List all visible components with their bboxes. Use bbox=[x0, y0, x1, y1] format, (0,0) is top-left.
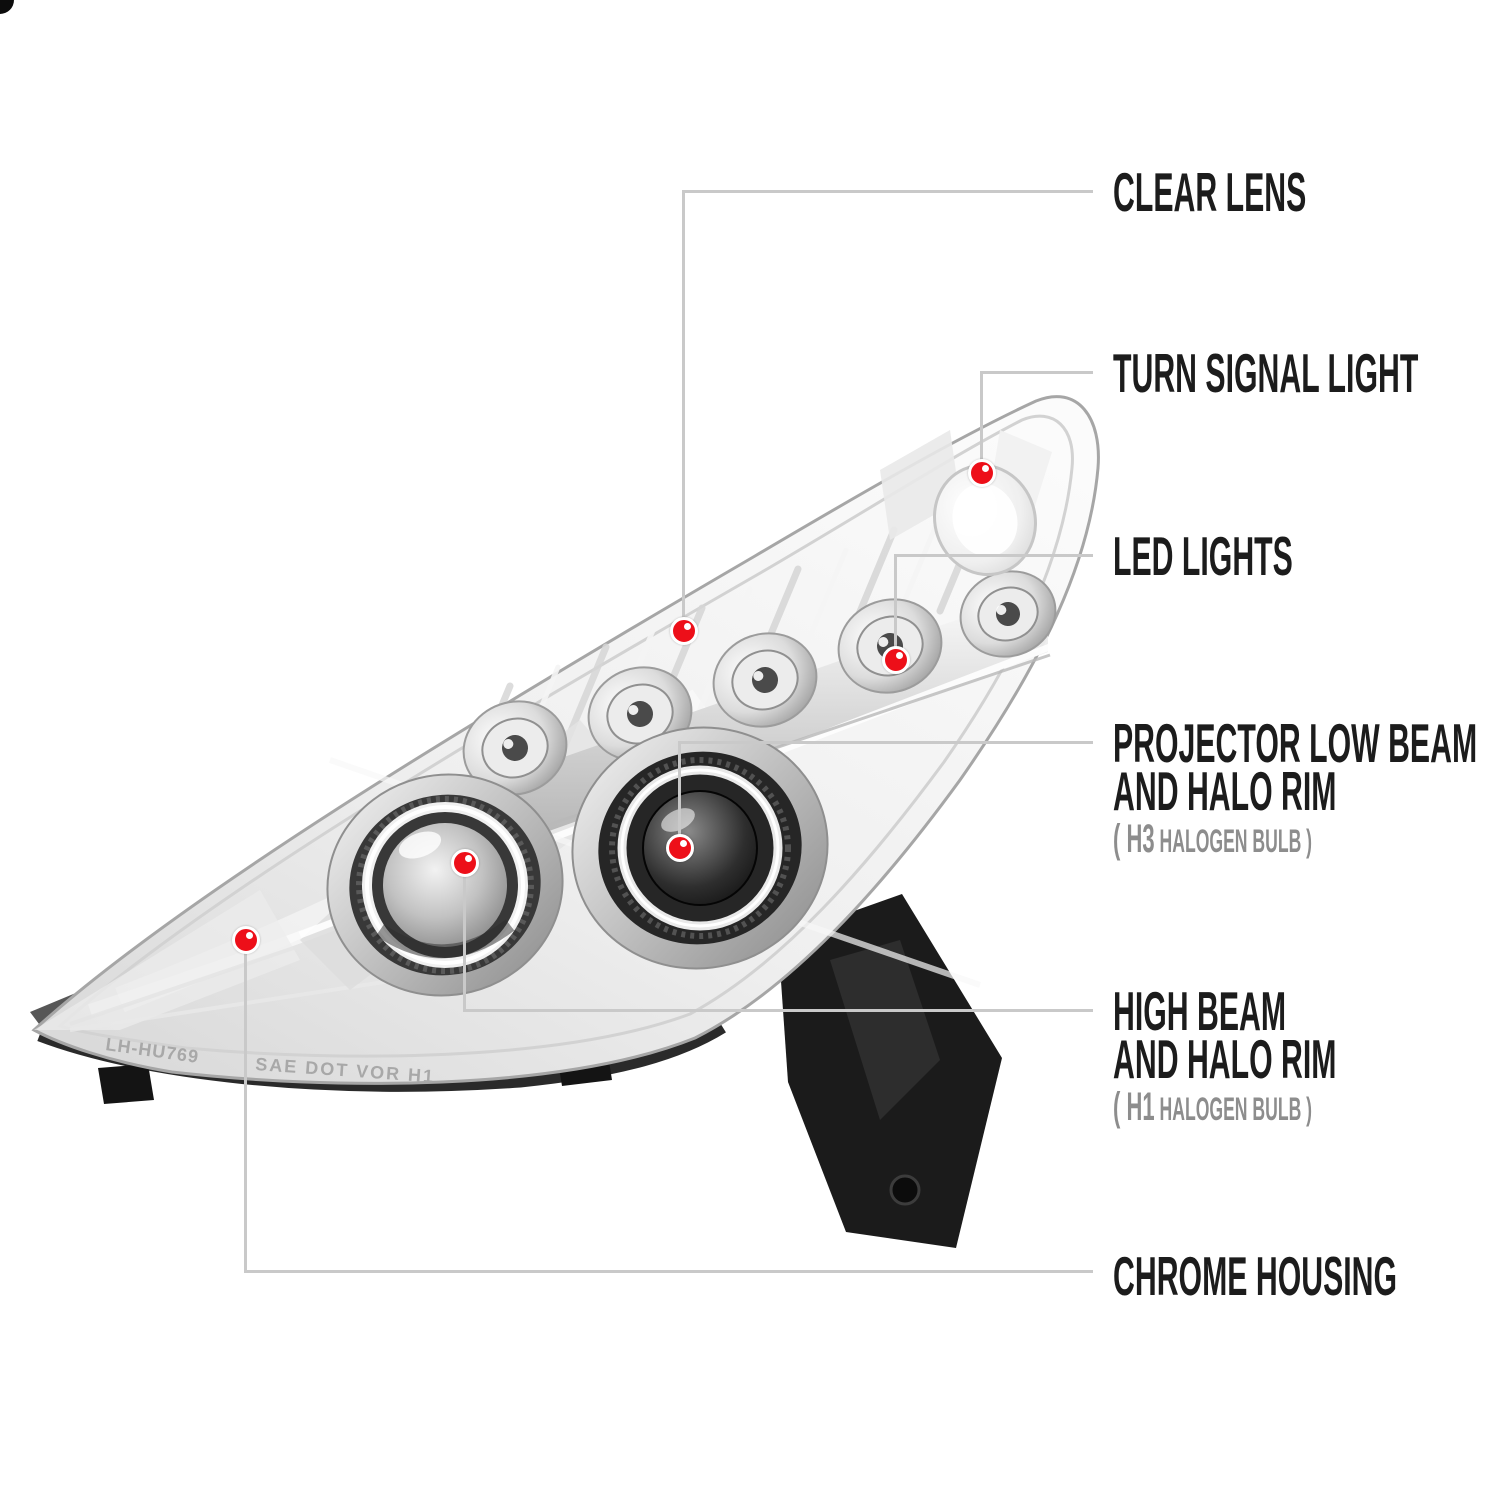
connector-high-beam-v bbox=[463, 863, 466, 1011]
callout-label-line2: AND HALO RIM bbox=[1113, 760, 1337, 822]
callout-label-line1: HIGH BEAM bbox=[1113, 980, 1287, 1042]
projector-lens bbox=[642, 790, 758, 906]
callout-turn-signal-light: TURN SIGNAL LIGHT bbox=[1113, 342, 1500, 404]
callout-label: LED LIGHTS bbox=[1113, 525, 1293, 587]
connector-low-beam-v bbox=[678, 741, 681, 848]
connector-led-lights-v bbox=[894, 554, 897, 660]
callout-clear-lens: CLEAR LENS bbox=[1113, 161, 1464, 223]
callout-chrome-housing: CHROME HOUSING bbox=[1113, 1245, 1500, 1307]
callout-label-line2: AND HALO RIM bbox=[1113, 1028, 1337, 1090]
connector-turn-signal-h bbox=[980, 371, 1093, 374]
bulb-desc: HALOGEN BULB ) bbox=[1159, 1091, 1313, 1127]
marker-dot-led-lights bbox=[882, 646, 910, 674]
connector-clear-lens-v bbox=[682, 190, 685, 631]
dot-gloss bbox=[246, 932, 253, 939]
led-cups bbox=[462, 570, 1057, 796]
connector-led-lights-h bbox=[894, 554, 1093, 557]
low-beam-projector bbox=[571, 726, 829, 970]
callout-label: CLEAR LENS bbox=[1113, 161, 1307, 223]
connector-chrome-housing-h bbox=[244, 1270, 1093, 1273]
dot-gloss bbox=[680, 840, 687, 847]
callout-label: CHROME HOUSING bbox=[1113, 1245, 1398, 1307]
connector-chrome-housing-v bbox=[244, 940, 247, 1271]
bulb-type: ( H3 bbox=[1113, 817, 1155, 861]
dot-gloss bbox=[982, 465, 989, 472]
callout-led-lights: LED LIGHTS bbox=[1113, 525, 1440, 587]
marker-dot-high-beam bbox=[451, 849, 479, 877]
turn-signal-reflector bbox=[880, 430, 1052, 577]
callout-label-line1: PROJECTOR LOW BEAM bbox=[1113, 712, 1478, 774]
dot-gloss bbox=[896, 652, 903, 659]
marker-dot-chrome-housing bbox=[232, 926, 260, 954]
dot-gloss bbox=[465, 855, 472, 862]
marker-dot-clear-lens bbox=[670, 617, 698, 645]
bulb-type: ( H1 bbox=[1113, 1085, 1155, 1129]
callout-label: TURN SIGNAL LIGHT bbox=[1113, 342, 1419, 404]
marker-dot-turn-signal bbox=[968, 459, 996, 487]
bulb-desc: HALOGEN BULB ) bbox=[1159, 823, 1313, 859]
connector-clear-lens-h bbox=[682, 190, 1093, 193]
connector-high-beam-h bbox=[463, 1009, 1093, 1012]
dot-gloss bbox=[684, 623, 691, 630]
marker-dot-low-beam bbox=[666, 834, 694, 862]
high-beam-projector bbox=[326, 773, 564, 997]
connector-low-beam-h bbox=[678, 741, 1093, 744]
connector-turn-signal-v bbox=[980, 371, 983, 473]
